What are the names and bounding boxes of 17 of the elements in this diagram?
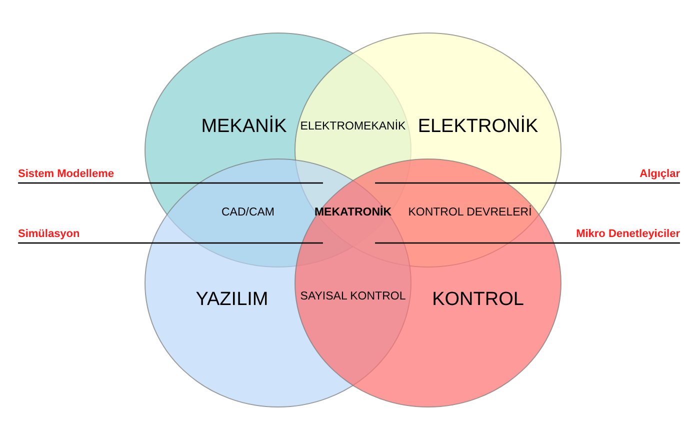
circle-label: MEKANİK — [201, 114, 287, 139]
leader-line — [375, 182, 680, 184]
overlap-label: SAYISAL KONTROL — [300, 289, 406, 304]
side-label: Sistem Modelleme — [18, 168, 114, 181]
overlap-label: CAD/CAM — [221, 205, 275, 220]
side-label: Mikro Denetleyiciler — [576, 228, 680, 241]
circle-label: ELEKTRONİK — [418, 114, 538, 139]
leader-line — [18, 242, 323, 244]
circle-label: KONTROL — [432, 288, 524, 312]
leader-line — [18, 182, 323, 184]
side-label: Simülasyon — [18, 228, 80, 241]
side-label: Algıçlar — [640, 168, 680, 181]
circle-label: YAZILIM — [196, 288, 268, 312]
overlap-label: MEKATRONİK — [314, 204, 392, 220]
leader-line — [375, 242, 680, 244]
overlap-label: ELEKTROMEKANİK — [300, 118, 406, 134]
overlap-label: KONTROL DEVRELERİ — [408, 204, 532, 220]
